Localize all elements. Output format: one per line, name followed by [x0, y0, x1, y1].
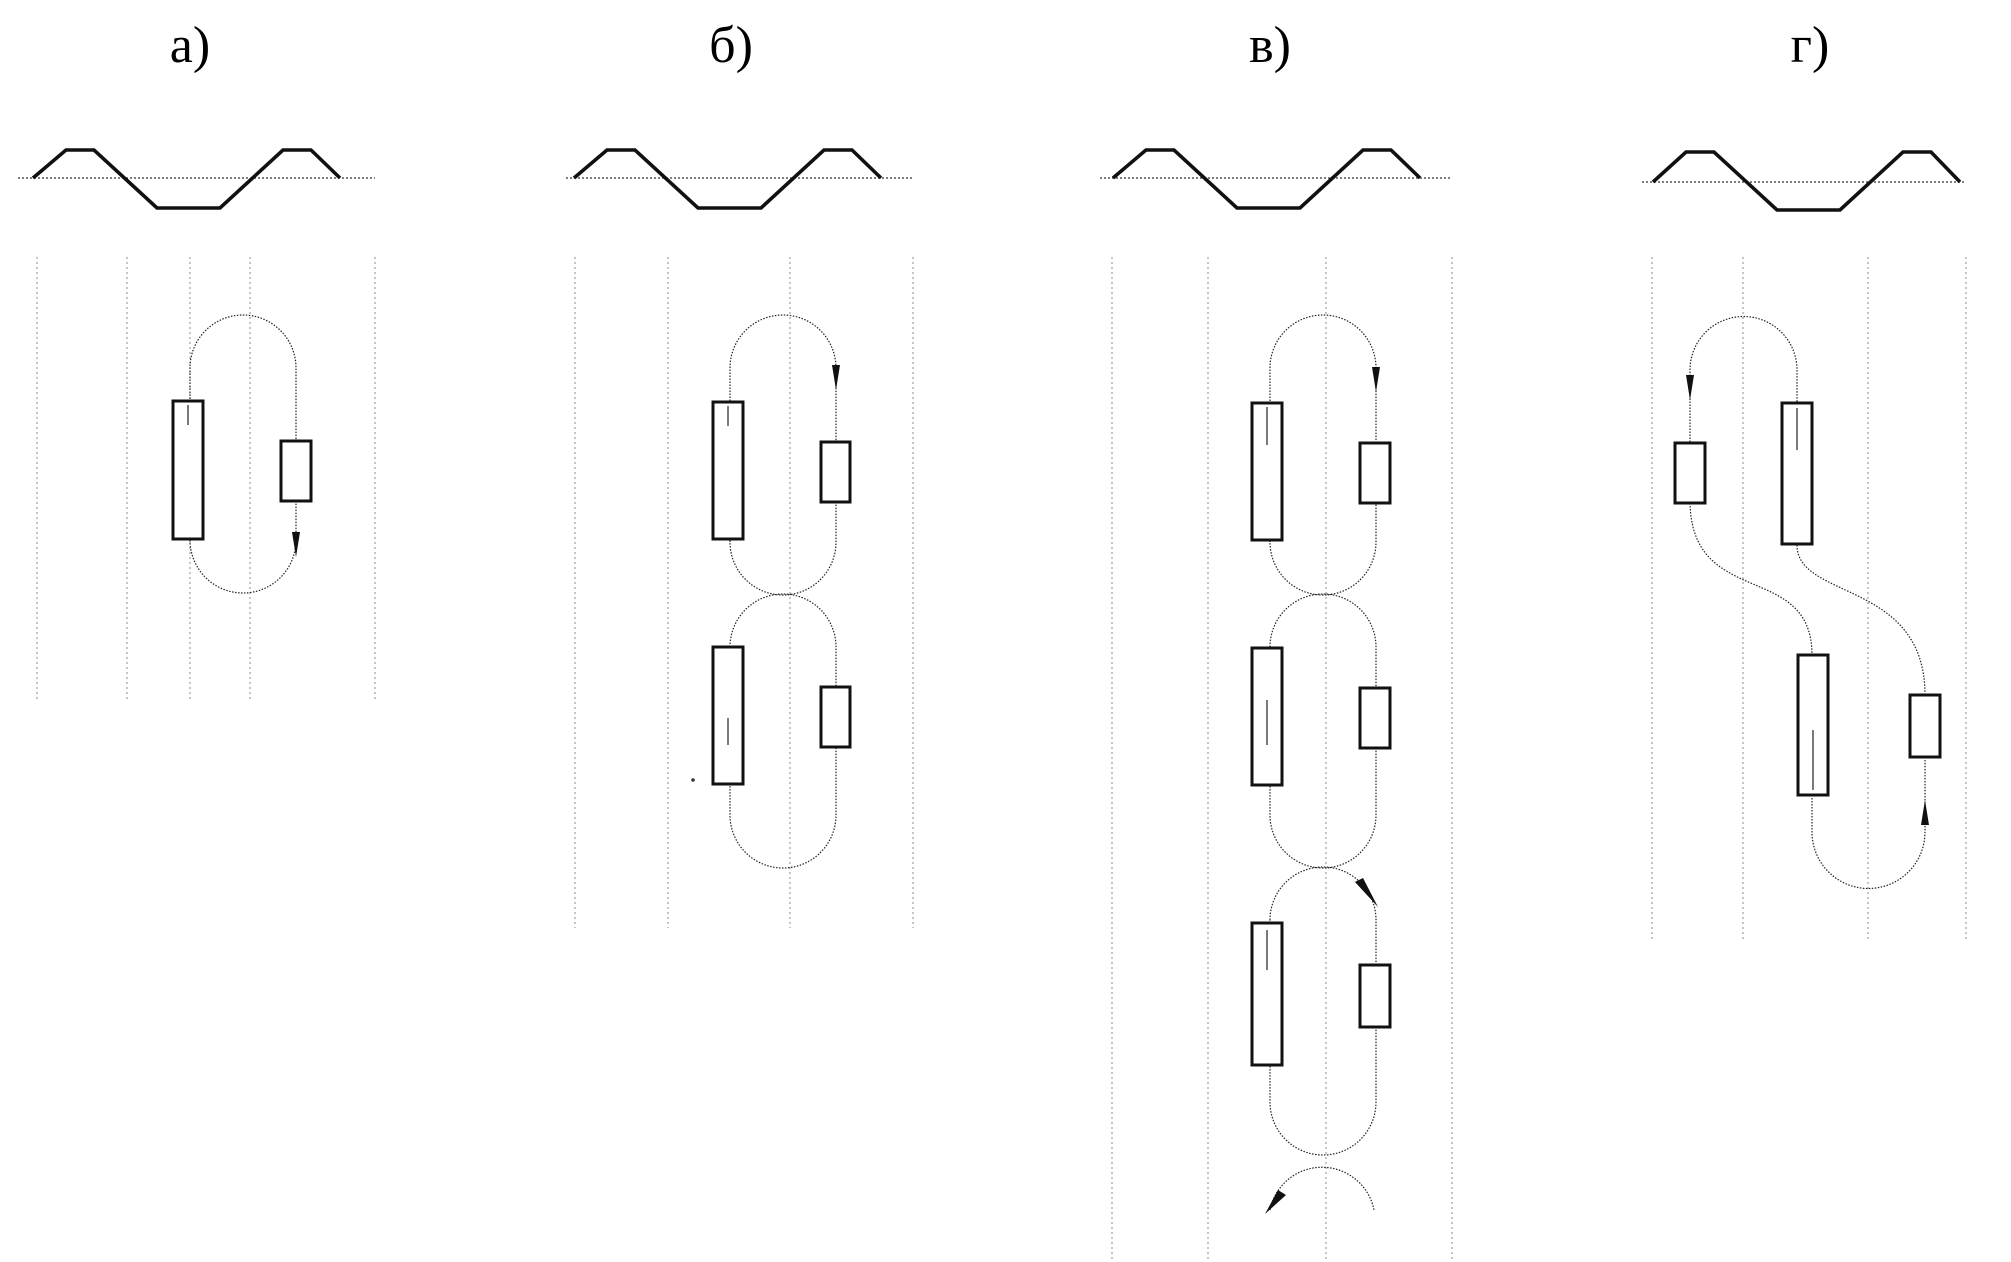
route-loop-middle-c	[1269, 593, 1377, 869]
panel-label-a: а)	[170, 17, 210, 74]
direction-arrow-icon	[1372, 367, 1380, 392]
route-continuation-c	[1269, 1166, 1375, 1211]
machine-small	[1358, 963, 1392, 1029]
route-top-arc-d	[1689, 315, 1798, 445]
stray-dot	[691, 778, 695, 782]
machine-small	[1673, 441, 1707, 505]
panel-b: б)	[566, 17, 914, 928]
route-loop-lower-c	[1269, 866, 1377, 1156]
panel-label-c: в)	[1249, 17, 1291, 74]
direction-arrow-icon	[832, 365, 840, 390]
panel-label-b: б)	[709, 17, 753, 74]
route-crossover-right-d	[1796, 544, 1926, 696]
machine-small	[1358, 686, 1392, 750]
route-path-a	[189, 314, 297, 594]
terrain-profile-b	[572, 148, 883, 210]
direction-arrow-icon	[292, 532, 300, 557]
route-crossover-left-d	[1689, 499, 1813, 656]
direction-arrow-icon	[1686, 375, 1694, 400]
direction-arrow-icon	[1265, 1190, 1286, 1214]
machine-small	[819, 685, 852, 749]
route-loop-lower-b	[729, 593, 837, 869]
direction-arrow-icon	[1921, 800, 1929, 825]
machine-small	[1358, 441, 1392, 505]
machine-large	[711, 645, 745, 786]
machine-small	[819, 440, 852, 504]
panel-a: а)	[18, 17, 376, 700]
terrain-profile-c	[1111, 148, 1422, 210]
panel-d: г)	[1642, 17, 1967, 942]
machine-large	[1250, 921, 1284, 1067]
terrain-profile-d	[1651, 150, 1962, 212]
route-bottom-arc-d	[1811, 760, 1926, 890]
machine-small	[1908, 693, 1942, 759]
terrain-profile-a	[31, 148, 342, 210]
panel-c: в)	[1100, 17, 1453, 1262]
machine-small	[279, 439, 313, 503]
panel-label-d: г)	[1791, 17, 1830, 74]
direction-arrow-icon	[1355, 878, 1378, 907]
